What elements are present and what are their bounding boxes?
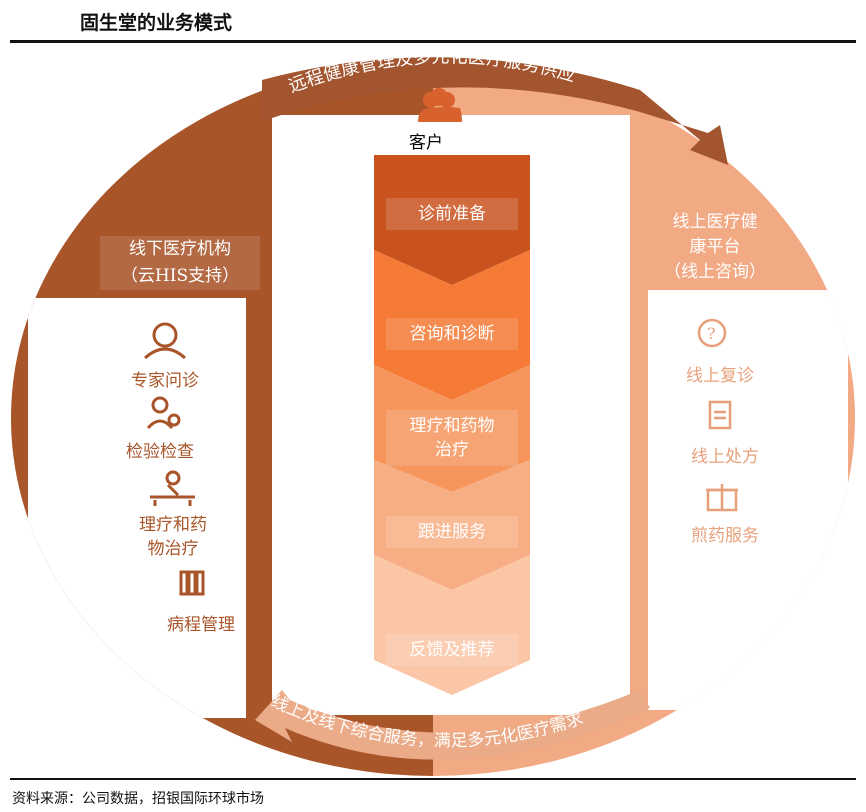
online-title-line1: 线上医疗健 — [672, 212, 758, 232]
customers-icon — [418, 88, 462, 122]
step-5-label: 反馈及推荐 — [386, 634, 518, 666]
online-panel-title: 线上医疗健 康平台 （线上咨询） — [645, 210, 785, 285]
step-4-label: 跟进服务 — [386, 516, 518, 548]
customer-label: 客户 — [409, 133, 443, 153]
therapy-line2: 物治疗 — [147, 539, 199, 559]
step-3-shape — [374, 365, 530, 492]
online-item-decoction: 煎药服务 — [691, 526, 759, 546]
step-4-shape — [374, 460, 530, 590]
online-item-revisit: 线上复诊 — [686, 366, 754, 386]
online-title-line3: （线上咨询） — [664, 262, 766, 282]
source-note: 资料来源：公司数据，招银国际环球市场 — [12, 791, 264, 807]
question-bubble-icon: ? — [697, 318, 727, 348]
offline-title-line2: （云HIS支持） — [120, 266, 240, 286]
offline-item-therapy: 理疗和药 物治疗 — [108, 513, 238, 561]
left-panel-bg — [28, 298, 246, 718]
online-item-prescription: 线上处方 — [691, 447, 759, 467]
offline-item-expert: 专家问诊 — [131, 371, 199, 391]
physiotherapy-icon — [150, 470, 195, 506]
step-3-line1: 理疗和药物 — [409, 416, 495, 436]
step-3-line2: 治疗 — [435, 440, 469, 460]
bottom-divider — [10, 778, 856, 780]
top-divider — [10, 40, 856, 43]
online-title-line2: 康平台 — [689, 237, 741, 257]
step-1-shape — [374, 155, 530, 285]
gift-icon — [706, 484, 738, 512]
step-2-shape — [374, 250, 530, 400]
doctor-icon — [143, 322, 187, 360]
step-3-label: 理疗和药物 治疗 — [386, 410, 518, 466]
right-panel-bg — [648, 290, 848, 710]
step-2-label: 咨询和诊断 — [386, 318, 518, 350]
page-title: 固生堂的业务模式 — [80, 12, 233, 34]
offline-title-line1: 线下医疗机构 — [129, 239, 231, 259]
offline-panel-title: 线下医疗机构 （云HIS支持） — [100, 236, 260, 290]
lab-test-icon — [146, 396, 181, 430]
step-5-shape — [374, 555, 530, 695]
records-icon — [179, 570, 205, 596]
step-1-label: 诊前准备 — [386, 198, 518, 230]
prescription-icon — [708, 400, 732, 430]
top-arrow — [262, 57, 728, 165]
bottom-arrow — [255, 690, 650, 760]
svg-text:?: ? — [707, 324, 716, 343]
offline-item-records: 病程管理 — [167, 615, 235, 635]
offline-item-lab: 检验检查 — [126, 442, 194, 462]
therapy-line1: 理疗和药 — [139, 515, 207, 535]
